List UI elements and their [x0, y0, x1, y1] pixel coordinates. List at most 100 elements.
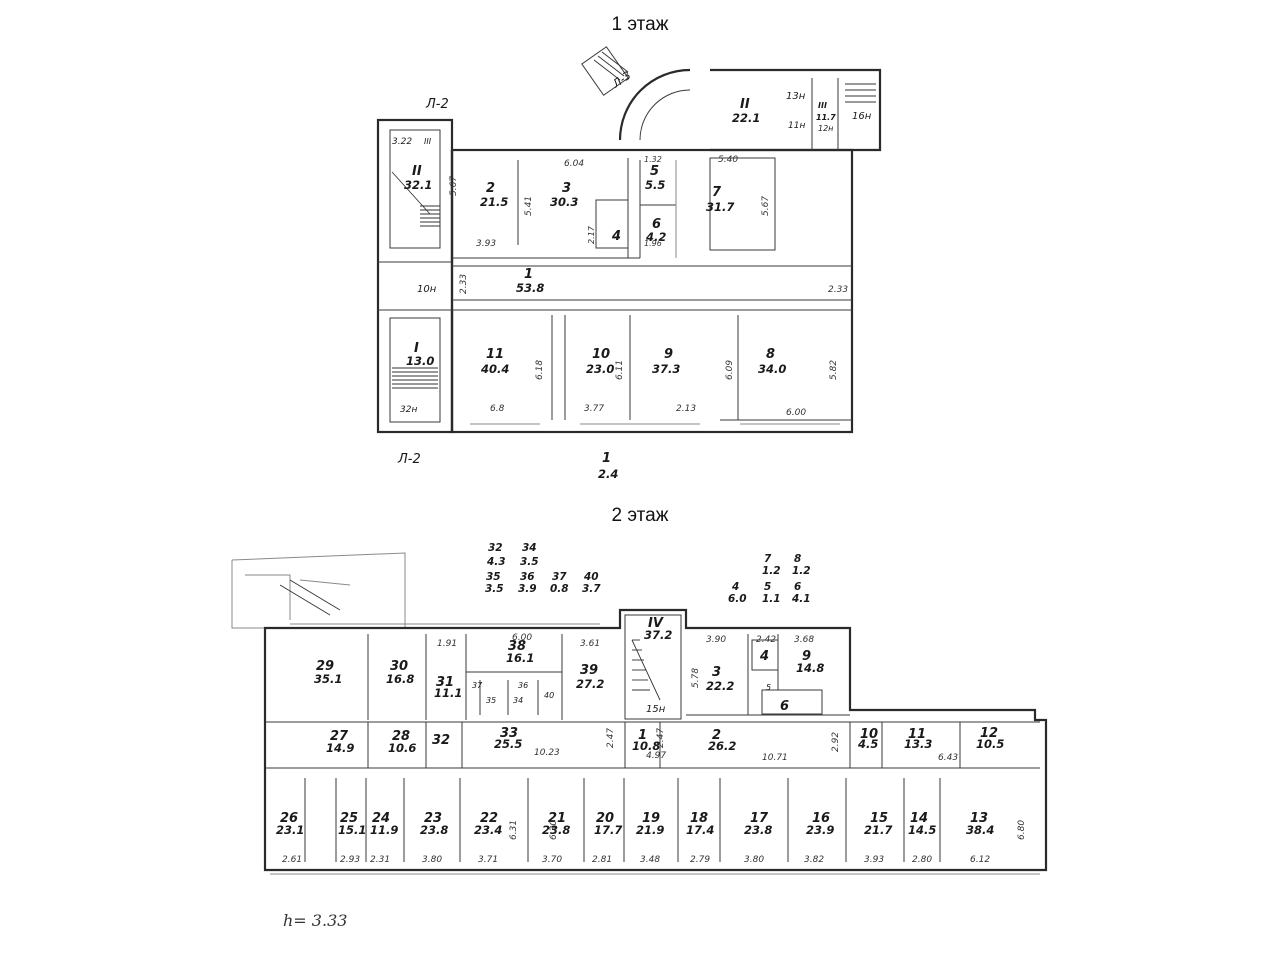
room-number: 38 [508, 639, 526, 654]
room-number: 19 [642, 811, 660, 826]
dimension: 3.70 [542, 855, 562, 865]
room-number: 31 [436, 675, 454, 690]
room-number: 1 [638, 728, 647, 743]
legend-area: 3.5 [520, 556, 539, 568]
room-area: 23.8 [542, 823, 570, 837]
dimension: 3.22 [392, 137, 412, 147]
room-number: 8 [766, 347, 775, 362]
dimension: 5.78 [691, 668, 701, 688]
room-area: 23.8 [420, 823, 448, 837]
stair-label: Л-2 [397, 452, 421, 467]
room-area: 35.1 [314, 672, 342, 686]
room-area: 16.1 [506, 651, 534, 665]
room-number: 26 [280, 811, 298, 826]
legend-number: 6 [794, 581, 801, 593]
dimension: 2.80 [912, 855, 932, 865]
legend-number: 34 [522, 542, 537, 554]
room-area: 10.8 [632, 739, 660, 753]
legend-area: 3.7 [582, 583, 601, 595]
room-number: 2 [486, 181, 495, 196]
dimension: 1.32 [644, 155, 662, 164]
room-number: 10 [592, 347, 610, 362]
room-area: 32.1 [404, 178, 432, 192]
dimension: 2.17 [587, 225, 596, 244]
floor2-outline [263, 608, 1048, 872]
room-area: 21.9 [636, 823, 664, 837]
room-number: 32 [432, 733, 450, 748]
floor2-dimensions: 1.91 6.00 3.61 3.90 2.42 3.68 5.78 10.23… [282, 633, 1027, 865]
space-label: 12н [818, 124, 833, 133]
dimension: 6.30 [549, 820, 559, 840]
legend-number: 37 [552, 571, 567, 583]
room-area: 14.8 [796, 661, 824, 675]
room-area: 38.4 [966, 823, 994, 837]
room-area: 10.6 [388, 741, 416, 755]
legend-number: 5 [764, 581, 771, 593]
space-label: 15н [646, 704, 666, 715]
legend-number: 8 [794, 553, 801, 565]
room-area: 16.8 [386, 672, 414, 686]
dimension: 6.00 [512, 633, 532, 643]
dimension: 5.40 [718, 155, 738, 165]
room-number: 29 [316, 659, 334, 674]
room-area: 30.3 [550, 195, 578, 209]
room-area: 40.4 [480, 362, 509, 376]
room-number: 2 [712, 728, 721, 743]
dimension: 3.77 [584, 404, 604, 414]
dimension: 6.80 [1017, 820, 1027, 840]
room-number: 9 [802, 649, 811, 664]
legend-area: 6.0 [728, 593, 747, 605]
room-number: 18 [690, 811, 708, 826]
room-number: 14 [910, 811, 928, 826]
room-number: 13 [970, 811, 988, 826]
floor1-title: 1 этаж [611, 14, 669, 35]
legend-area: 3.9 [518, 583, 537, 595]
ceiling-height-note: h= 3.33 [283, 911, 348, 930]
dimension: 6.8 [490, 404, 505, 414]
dimension: 2.31 [370, 855, 390, 865]
dimension: 5.67 [761, 196, 771, 216]
room-number: 20 [596, 811, 614, 826]
room-area: 21.5 [480, 195, 508, 209]
dimension: 2.47 [656, 728, 666, 748]
stair-label: Л-3 [609, 69, 633, 91]
dimension: 6.11 [615, 360, 625, 380]
room-number: 9 [664, 347, 673, 362]
dimension: 2.33 [828, 285, 848, 295]
room-area: 37.2 [644, 628, 672, 642]
room-number: 10 [860, 727, 878, 742]
room-number: 15 [870, 811, 888, 826]
dimension: 3.90 [706, 635, 726, 645]
dimension: 2.33 [459, 274, 469, 294]
legend-area: 3.5 [485, 583, 504, 595]
room-number: 16 [812, 811, 830, 826]
legend-area: 1.2 [792, 565, 811, 577]
dimension: 3.48 [640, 855, 660, 865]
legend-number: 7 [764, 553, 772, 565]
space-label: 35 [486, 696, 496, 705]
room-number: 11 [486, 347, 504, 362]
space-label: 13н [786, 91, 806, 102]
floor1-misc-labels: Л-2 Л-2 Л-3 10н 13н 16н 11н 12н 3.22 III… [392, 69, 872, 481]
space-label: 5 [766, 683, 771, 692]
dimension: 3.61 [580, 639, 600, 649]
dimension: 6.04 [564, 159, 584, 169]
dimension: 2.42 [756, 635, 776, 645]
floor2-misc-labels: 15н 35 34 36 37 40 5 [472, 681, 771, 715]
dimension: 3.93 [864, 855, 884, 865]
room-area: 22.1 [732, 111, 760, 125]
room-area: 34.0 [758, 362, 786, 376]
room-area: 25.5 [494, 737, 522, 751]
space-label: 11н [788, 121, 805, 131]
room-area: 13.0 [406, 354, 434, 368]
room-number: 30 [390, 659, 408, 674]
legend-area: 1.1 [762, 593, 781, 605]
entrance-number: 1 [602, 451, 611, 466]
legend-area: 4.1 [791, 593, 811, 605]
room-area: 10.5 [976, 737, 1004, 751]
room-area: 4.2 [645, 230, 666, 244]
dimension: 3.82 [804, 855, 824, 865]
dimension: 6.31 [509, 820, 519, 840]
room-area: 37.3 [652, 362, 680, 376]
room-number: 6 [652, 217, 661, 232]
